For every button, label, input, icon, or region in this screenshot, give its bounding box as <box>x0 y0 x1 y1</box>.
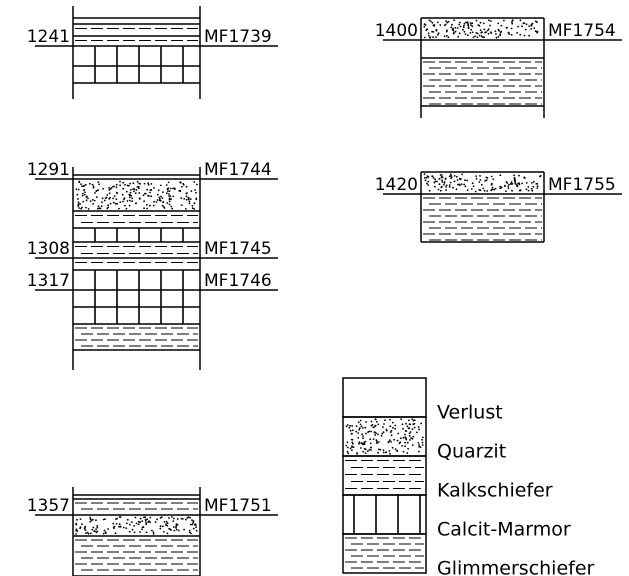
column-c3: 1357 MF1751 <box>27 487 278 576</box>
depth-label: 1400 <box>375 21 418 41</box>
column-c5: 1420 MF1755 <box>375 171 622 243</box>
legend-swatch <box>342 455 427 496</box>
layer-quarzit <box>75 180 198 210</box>
layer-calcit <box>94 228 184 242</box>
depth-label: 1317 <box>27 271 70 291</box>
sample-label: MF1739 <box>204 27 272 47</box>
depth-label: 1420 <box>375 175 418 195</box>
legend-swatch <box>342 533 427 574</box>
layer-calcit <box>94 66 184 83</box>
legend-swatch <box>342 377 427 418</box>
depth-marker: 1308 MF1745 <box>27 239 278 259</box>
layer-glimmer <box>75 327 198 347</box>
sample-label: MF1745 <box>204 239 272 259</box>
legend-label: Glimmerschiefer <box>437 558 595 576</box>
sample-label: MF1755 <box>548 175 616 195</box>
depth-marker: 1241 MF1739 <box>27 27 278 47</box>
depth-marker: 1317 MF1746 <box>27 271 278 291</box>
depth-label: 1291 <box>27 160 70 180</box>
legend-label: Calcit-Marmor <box>437 519 571 541</box>
legend-label: Quarzit <box>437 441 506 463</box>
layer-glimmer <box>75 539 198 571</box>
legend: VerlustQuarzitKalkschieferCalcit-MarmorG… <box>342 377 595 576</box>
depth-label: 1308 <box>27 239 70 259</box>
layer-calcit <box>94 46 184 66</box>
layer-quarzit <box>423 19 539 39</box>
legend-item-glimmer: Glimmerschiefer <box>342 533 595 576</box>
layer-calcit <box>94 290 184 307</box>
layer-glimmer <box>75 502 198 510</box>
legend-item-kalkschiefer: Kalkschiefer <box>342 455 553 502</box>
sample-label: MF1751 <box>204 496 272 516</box>
sample-label: MF1754 <box>548 21 616 41</box>
layer-kalkschiefer <box>75 246 198 254</box>
depth-label: 1241 <box>27 27 70 47</box>
legend-swatch <box>342 494 427 535</box>
depth-marker: 1357 MF1751 <box>27 496 278 516</box>
column-c2: 1291 MF1744 1308 MF1745 1317 MF1746 <box>27 160 278 370</box>
layer-quarzit <box>75 516 198 535</box>
legend-label: Kalkschiefer <box>437 480 553 502</box>
sample-label: MF1746 <box>204 271 272 291</box>
depth-marker: 1400 MF1754 <box>375 21 622 41</box>
layer-kalkschiefer <box>75 215 198 223</box>
sample-label: MF1744 <box>204 160 272 180</box>
depth-marker: 1420 MF1755 <box>375 175 622 195</box>
layer-calcit <box>94 270 184 290</box>
depth-label: 1357 <box>27 496 70 516</box>
column-c4: 1400 MF1754 <box>375 17 622 118</box>
layer-glimmer <box>423 197 542 241</box>
layer-quarzit <box>423 173 542 193</box>
column-c1: 1241 MF1739 <box>27 6 278 99</box>
legend-label: Verlust <box>437 402 503 424</box>
depth-marker: 1291 MF1744 <box>27 160 278 180</box>
layer-glimmer <box>423 61 542 105</box>
layer-calcit <box>94 307 184 324</box>
